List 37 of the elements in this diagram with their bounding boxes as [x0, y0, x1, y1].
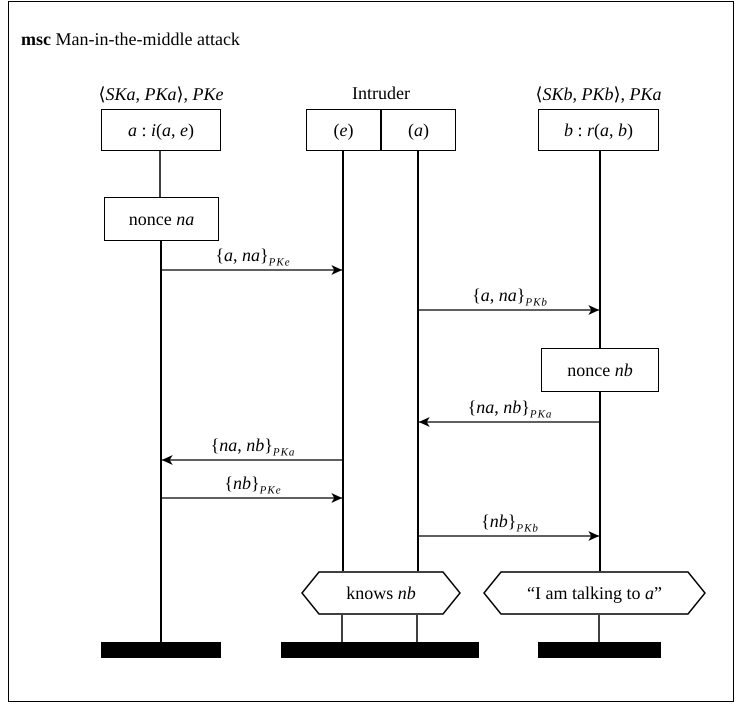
end-bar	[281, 642, 401, 658]
end-bar	[101, 642, 221, 658]
instance-box: a : i(a, e)	[101, 109, 221, 151]
lifeline	[599, 391, 601, 571]
message-label: {nb}$_{PKe}$	[223, 473, 283, 499]
message-label: {na, nb}$_{PKa}$	[466, 397, 554, 423]
lifeline	[342, 151, 344, 571]
lifeline	[341, 615, 343, 642]
lifeline	[160, 241, 162, 642]
message-label: {a, na}$_{PKe}$	[214, 245, 292, 271]
end-bar	[538, 642, 661, 658]
lifeline	[416, 615, 418, 642]
message-label: {nb}$_{PKb}$	[480, 511, 540, 537]
lifeline	[159, 151, 161, 197]
action-box: nonce na	[104, 197, 219, 241]
instance-box: (a)	[381, 109, 456, 151]
condition-hexagon: “I am talking to a”	[483, 571, 706, 615]
message-arrow	[162, 265, 342, 275]
diagram-title: msc Man-in-the-middle attack	[21, 29, 240, 50]
end-bar	[401, 642, 479, 658]
lifeline	[599, 151, 601, 348]
message-label: {a, na}$_{PKb}$	[471, 285, 549, 311]
instance-box: (e)	[306, 109, 381, 151]
message-arrow	[418, 531, 600, 541]
condition-hexagon: knows nb	[301, 571, 461, 615]
instance-group-header: Intruder	[351, 83, 411, 104]
message-arrow	[418, 417, 600, 427]
lifeline	[598, 615, 600, 642]
message-label: {na, nb}$_{PKa}$	[210, 435, 296, 461]
action-box: nonce nb	[541, 348, 659, 392]
instance-box: b : r(a, b)	[538, 109, 659, 151]
lifeline	[417, 151, 419, 571]
instance-header: ⟨SKa, PKa⟩, PKe	[97, 83, 225, 105]
instance-header: ⟨SKb, PKb⟩, PKa	[534, 83, 663, 105]
message-arrow	[162, 493, 342, 503]
message-arrow	[418, 305, 600, 315]
message-arrow	[162, 455, 342, 465]
